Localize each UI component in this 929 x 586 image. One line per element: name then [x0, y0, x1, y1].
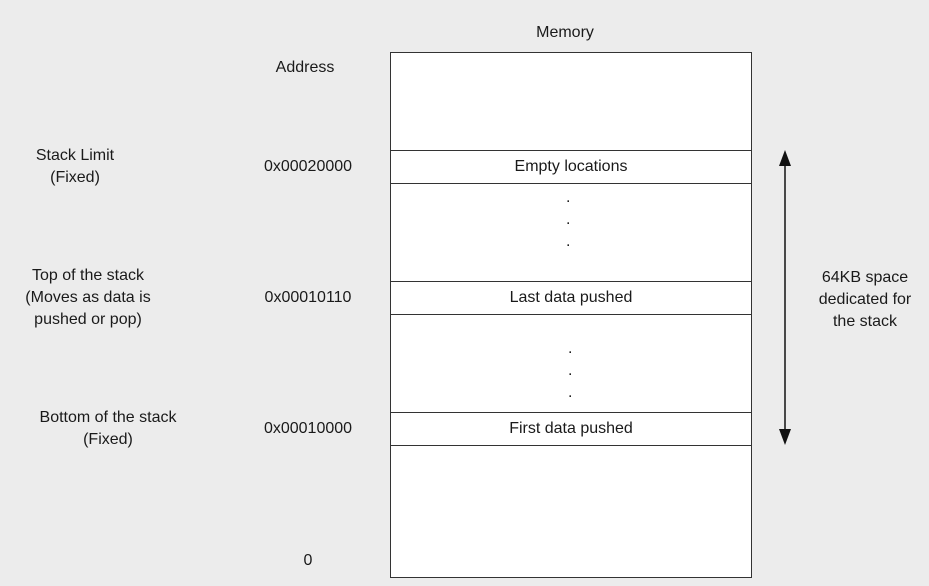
cell-first-data-pushed: First data pushed — [390, 412, 752, 446]
ellipsis-dot: . — [568, 362, 573, 379]
bottom-of-stack-line-2: (Fixed) — [83, 431, 133, 448]
cell-empty-locations: Empty locations — [390, 150, 752, 184]
stack-size-line-2: dedicated for — [818, 291, 912, 308]
stack-limit-label: Stack Limit (Fixed) — [36, 145, 114, 189]
ellipsis-dot: . — [566, 211, 571, 228]
stack-size-line-3: the stack — [832, 313, 898, 330]
top-of-stack-line-2: (Moves as data is — [25, 289, 151, 306]
cell-first-label: First data pushed — [509, 420, 633, 437]
address-top: 0x00010110 — [264, 289, 352, 306]
stack-size-label: 64KB space dedicated for the stack — [819, 267, 912, 333]
ellipsis-dot: . — [566, 233, 571, 250]
stack-limit-line-2: (Fixed) — [50, 169, 100, 186]
top-of-stack-line-1: Top of the stack — [31, 267, 145, 284]
ellipsis-dot: . — [568, 384, 573, 401]
address-bottom: 0x00010000 — [263, 420, 353, 437]
cell-empty-label: Empty locations — [514, 158, 628, 175]
bottom-of-stack-line-1: Bottom of the stack — [39, 409, 177, 426]
memory-header: Memory — [536, 24, 594, 41]
top-of-stack-label: Top of the stack (Moves as data is pushe… — [25, 265, 150, 331]
cell-last-label: Last data pushed — [509, 289, 633, 306]
top-of-stack-line-3: pushed or pop) — [34, 311, 142, 328]
ellipsis-dot: . — [568, 340, 573, 357]
stack-size-line-1: 64KB space — [821, 269, 909, 286]
memory-column — [390, 52, 752, 578]
stack-limit-line-1: Stack Limit — [35, 147, 115, 164]
bottom-of-stack-label: Bottom of the stack (Fixed) — [40, 407, 177, 451]
address-zero: 0 — [303, 552, 313, 569]
double-arrow-icon — [779, 150, 791, 445]
address-limit: 0x00020000 — [263, 158, 353, 175]
cell-last-data-pushed: Last data pushed — [390, 281, 752, 315]
address-header: Address — [275, 59, 335, 76]
ellipsis-dot: . — [566, 189, 571, 206]
